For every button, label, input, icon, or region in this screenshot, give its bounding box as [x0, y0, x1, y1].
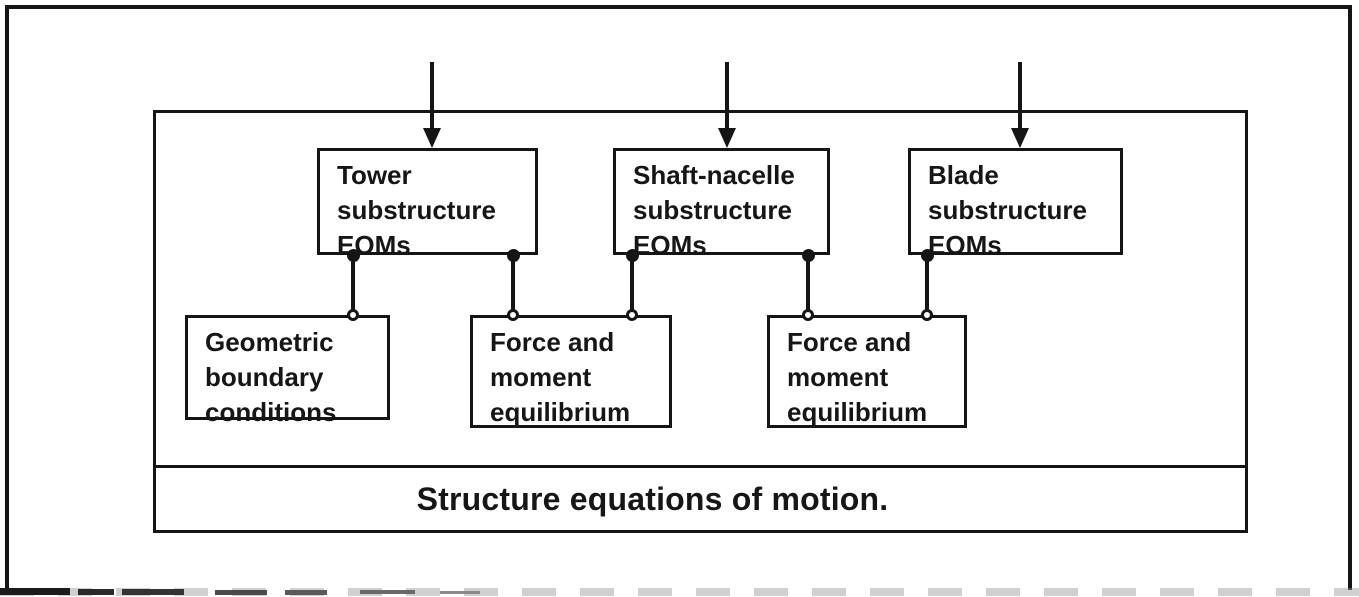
arrow-down-icon: [1011, 128, 1029, 148]
arrow-shaft: [1018, 62, 1022, 132]
connector-dot-icon: [802, 249, 815, 262]
node-label-line: conditions: [205, 397, 337, 427]
arrow-shaft: [725, 62, 729, 132]
scan-artifact-segment: [0, 588, 70, 595]
arrow-down-icon: [718, 128, 736, 148]
connector-dot-icon: [507, 249, 520, 262]
node-label-line: moment: [787, 362, 889, 392]
node-label-line: equilibrium: [490, 397, 631, 427]
node-label-line: substructure: [633, 195, 792, 225]
scan-artifact-segment: [440, 591, 480, 594]
connector-tower-force1: [511, 255, 515, 317]
node-label-line: Tower: [337, 160, 412, 190]
connector-ring-icon: [347, 309, 359, 321]
node-label-line: Shaft-nacelle: [633, 160, 795, 190]
node-label-line: Geometric: [205, 327, 334, 357]
node-label-line: substructure: [337, 195, 496, 225]
node-label-line: EOMs: [928, 230, 1002, 260]
node-blade-substructure-eoms: Blade substructure EOMs: [908, 148, 1123, 260]
node-label-line: equilibrium: [787, 397, 928, 427]
node-label-line: EOMs: [633, 230, 707, 260]
scan-artifact-segment: [285, 590, 327, 595]
arrow-shaft: [430, 62, 434, 132]
node-label-line: Blade: [928, 160, 999, 190]
connector-ring-icon: [626, 309, 638, 321]
scan-artifact-segment: [122, 589, 184, 595]
node-label-line: moment: [490, 362, 592, 392]
arrow-down-icon: [423, 128, 441, 148]
node-label-line: boundary: [205, 362, 324, 392]
structure-eom-container: Structure equations of motion.: [153, 110, 1248, 533]
caption-text: Structure equations of motion.: [416, 480, 889, 517]
scan-artifact-segment: [78, 589, 114, 595]
scan-artifact-segment: [360, 590, 415, 594]
node-shaft-nacelle-substructure-eoms: Shaft-nacelle substructure EOMs: [613, 148, 830, 260]
node-label-line: Force and: [490, 327, 615, 357]
outer-frame: [5, 5, 1352, 590]
node-force-moment-equilibrium-2: Force and moment equilibrium: [767, 315, 967, 428]
node-label-line: EOMs: [337, 230, 411, 260]
input-arrow-tower: [423, 62, 441, 148]
connector-dot-icon: [921, 249, 934, 262]
connector-tower-geometric: [351, 255, 355, 317]
node-tower-substructure-eoms: Tower substructure EOMs: [317, 148, 538, 260]
connector-shaft-force2: [806, 255, 810, 317]
caption-band: Structure equations of motion.: [156, 465, 1245, 530]
connector-blade-force2: [925, 255, 929, 317]
node-label-line: Force and: [787, 327, 912, 357]
connector-ring-icon: [507, 309, 519, 321]
node-label-line: substructure: [928, 195, 1087, 225]
connector-dot-icon: [347, 249, 360, 262]
connector-shaft-force1: [630, 255, 634, 317]
connector-dot-icon: [626, 249, 639, 262]
scan-artifact-bottom-edge: [0, 588, 1359, 596]
node-force-moment-equilibrium-1: Force and moment equilibrium: [470, 315, 672, 428]
connector-ring-icon: [802, 309, 814, 321]
input-arrow-blade: [1011, 62, 1029, 148]
input-arrow-shaft-nacelle: [718, 62, 736, 148]
node-geometric-boundary-conditions: Geometric boundary conditions: [185, 315, 390, 427]
scan-artifact-segment: [215, 590, 267, 595]
connector-ring-icon: [921, 309, 933, 321]
